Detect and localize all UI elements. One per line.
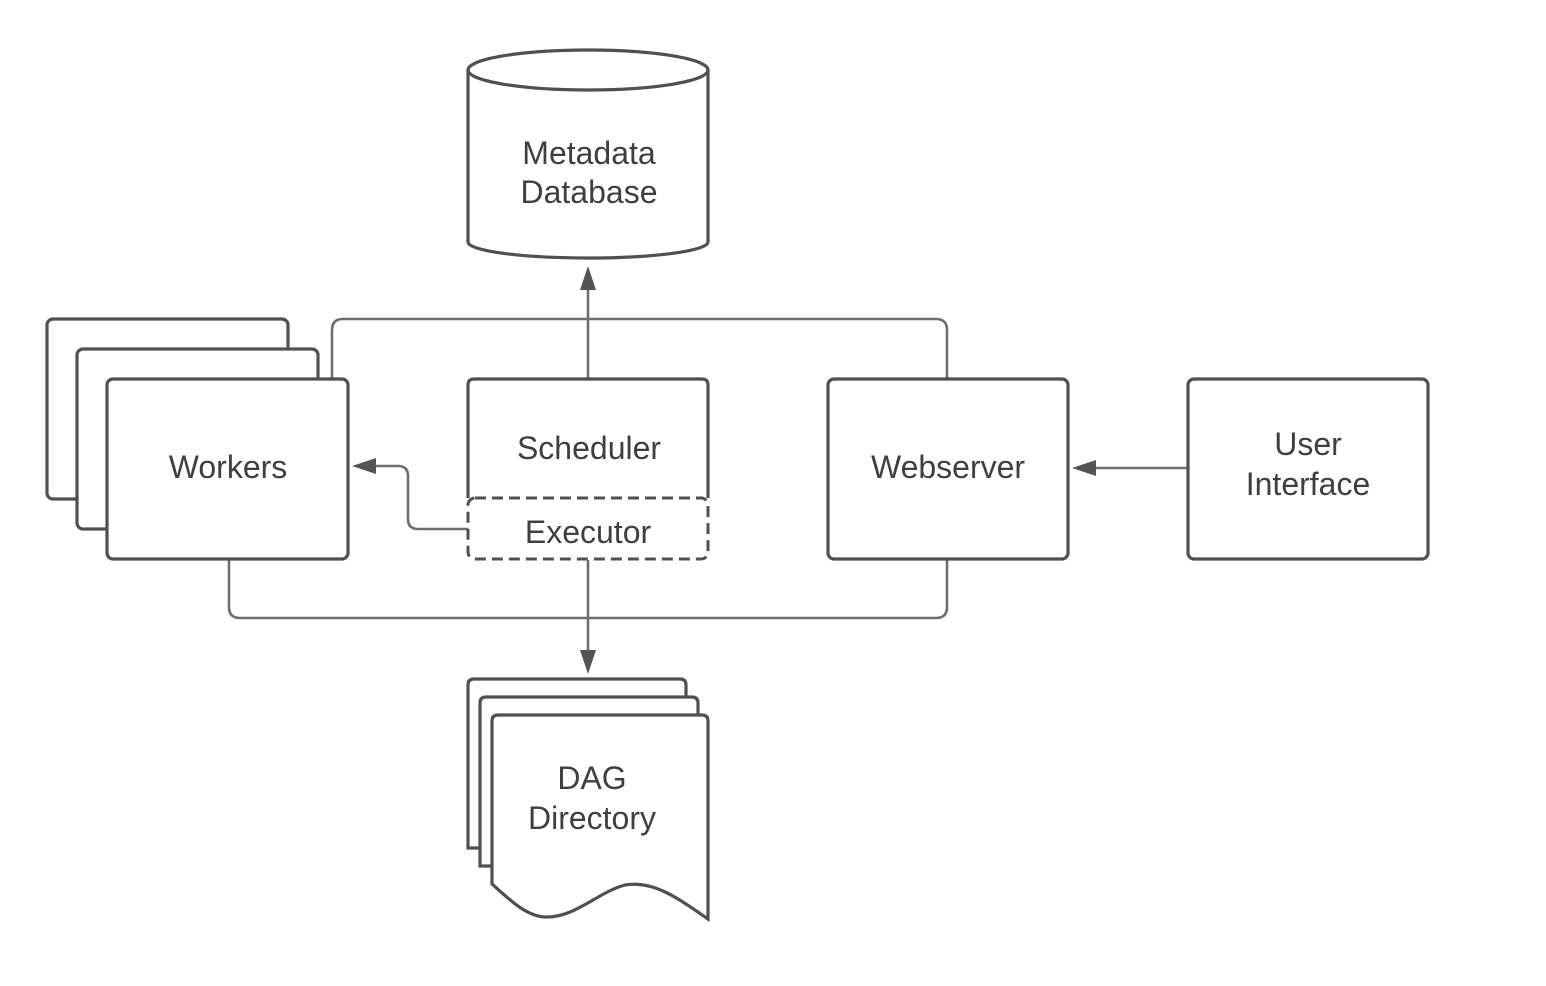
user-interface-label-line1: User [1274,426,1342,462]
user-interface-node: User Interface [1186,377,1430,561]
executor-box [466,496,710,561]
dag-arrowhead [580,650,596,674]
workers-label: Workers [169,449,288,485]
database-label-line1: Metadata [522,135,656,171]
scheduler-node: Scheduler [466,377,710,498]
executor-node: Executor [466,496,710,561]
database-cylinder-body [466,70,710,260]
dag-directory-node: DAG Directory [466,677,710,923]
user-interface-label-line2: Interface [1246,466,1371,502]
scheduler-box [466,377,710,498]
dag-label-line2: Directory [528,800,656,836]
executor-label: Executor [525,514,652,550]
webserver-node: Webserver [826,377,1070,561]
workers-arrowhead [352,458,376,474]
workers-node: Workers [45,317,350,561]
webserver-arrowhead [1072,460,1096,476]
database-cylinder-top [466,48,710,92]
webserver-label: Webserver [871,449,1025,485]
webserver-box [826,377,1070,561]
scheduler-label: Scheduler [517,430,661,466]
executor-to-workers-connector [374,464,468,531]
dag-label-line1: DAG [557,760,626,796]
user-interface-box [1186,377,1430,561]
metadata-database-node: Metadata Database [466,48,710,260]
top-bus-connector [330,317,949,378]
workers-stack-front [105,377,350,561]
dag-document-front [490,713,710,923]
database-label-line2: Database [521,174,658,210]
database-arrowhead [580,266,596,290]
